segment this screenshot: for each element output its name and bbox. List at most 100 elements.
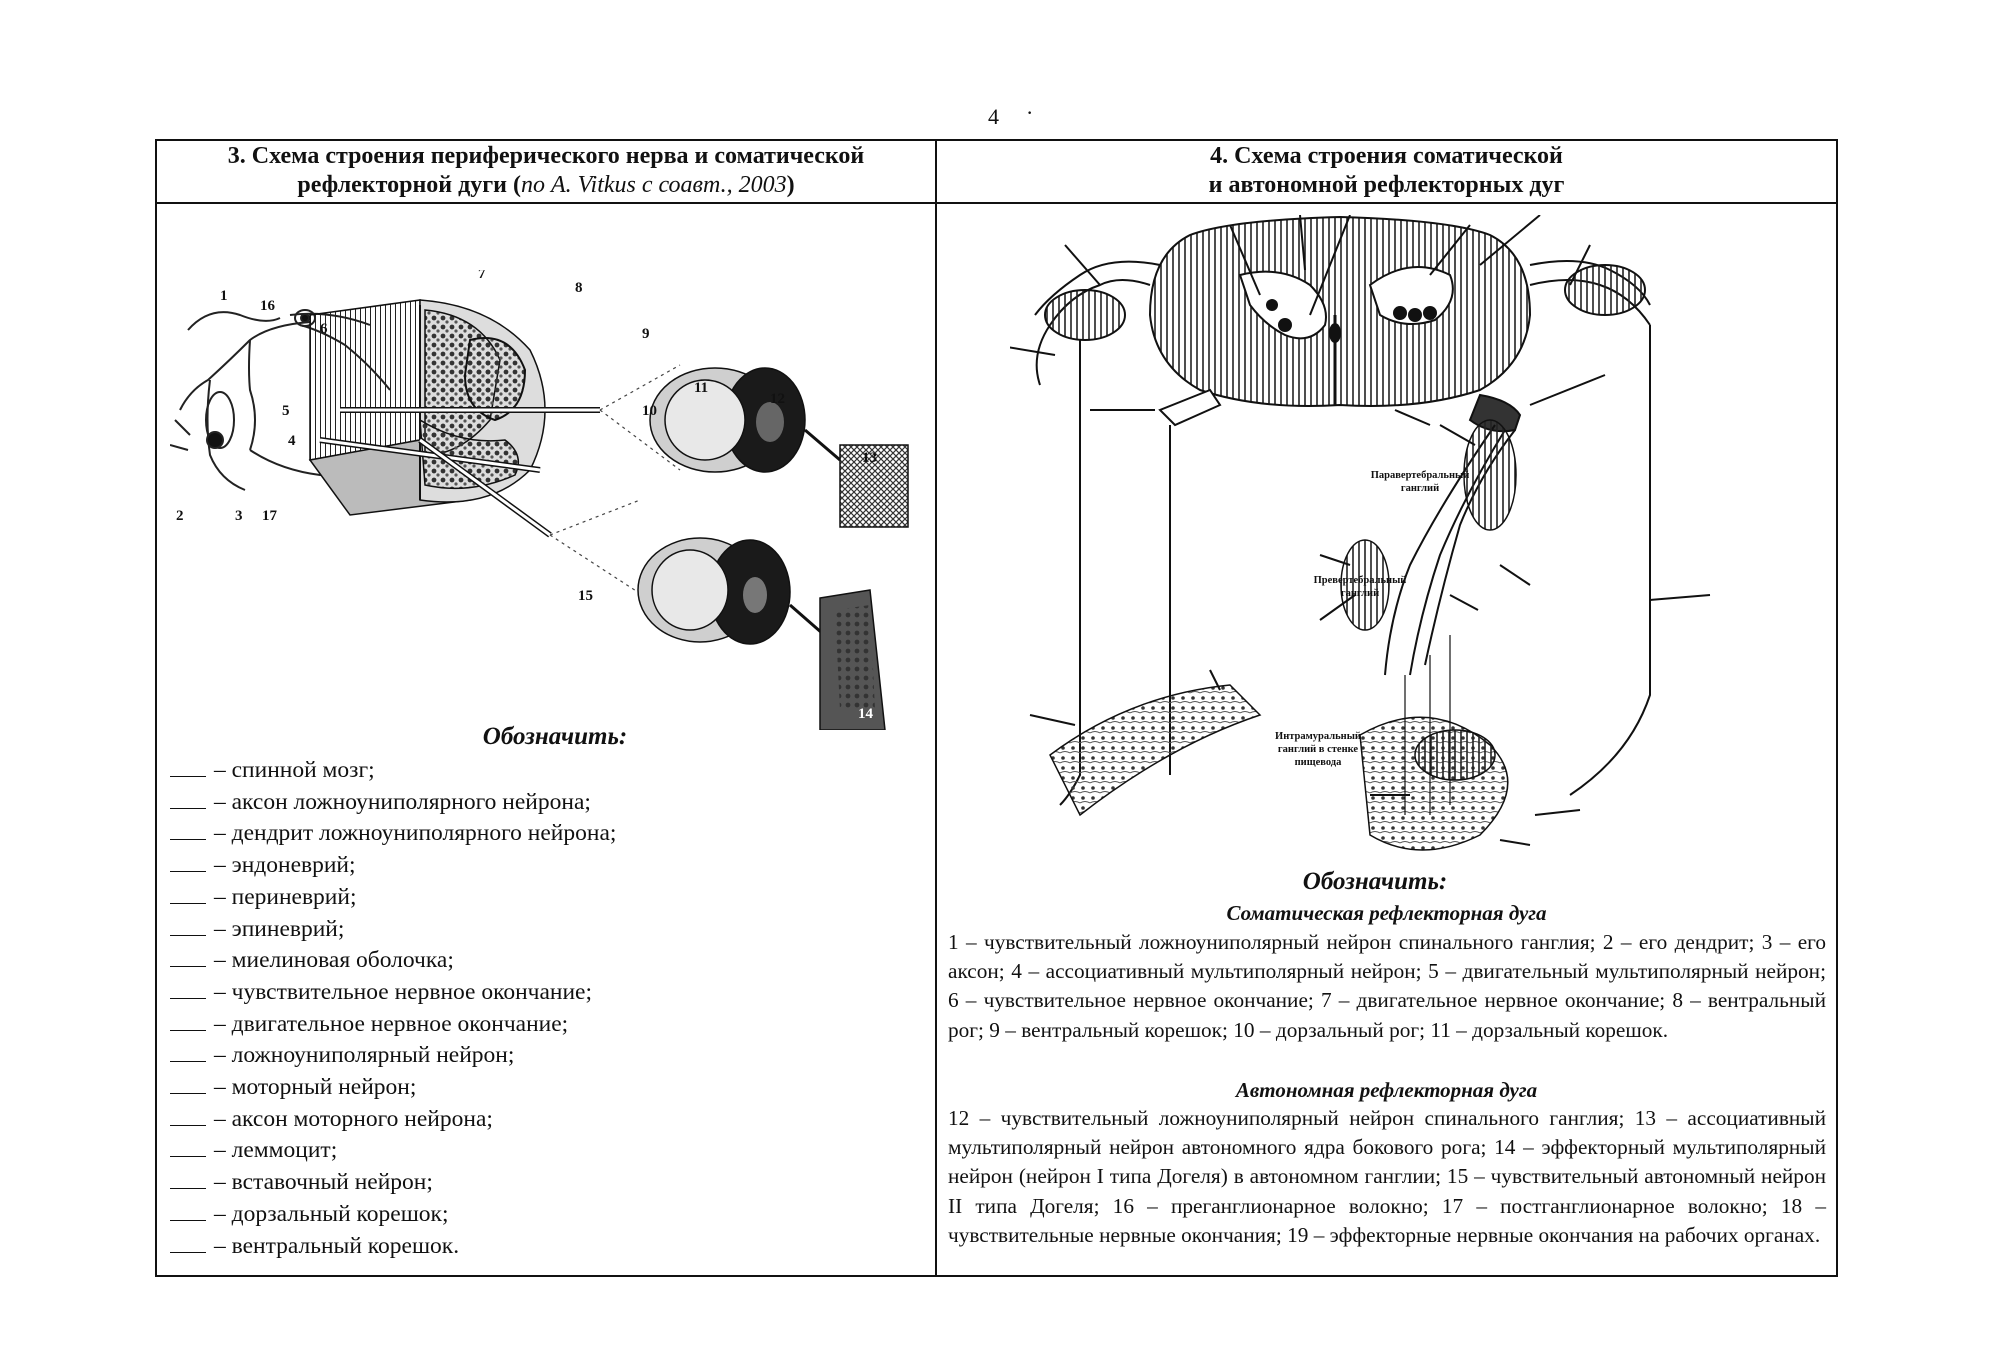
label-text: – эпиневрий;: [214, 915, 345, 942]
left-title-line-1: 3. Схема строения периферического нерва …: [227, 143, 865, 169]
myelin-sheath-section-lower: [637, 537, 831, 645]
list-item: – дендрит ложноуниполярного нейрона;: [170, 818, 910, 850]
label-text: – чувствительное нервное окончание;: [214, 978, 593, 1005]
fig-num-1: 1: [220, 288, 228, 304]
label-text: – периневрий;: [214, 883, 357, 910]
label-text: – эндоневрий;: [214, 852, 356, 879]
list-item: – аксон моторного нейрона;: [170, 1104, 910, 1136]
left-section-title: 3. Схема строения периферического нерва …: [158, 142, 934, 200]
answer-blank[interactable]: [170, 853, 206, 873]
paravertebral-label-2: ганглий: [1401, 483, 1439, 494]
answer-blank[interactable]: [170, 1107, 206, 1126]
label-arrows: [1010, 215, 1711, 846]
somatic-arc-legend: 1 – чувствительный ложноуниполярный нейр…: [948, 930, 1826, 1042]
answer-blank[interactable]: [170, 1012, 206, 1031]
fig-num-7: 7: [478, 270, 486, 282]
list-item: – эпиневрий;: [170, 914, 910, 946]
worksheet-table: [155, 139, 1838, 1277]
header-divider: [155, 202, 1838, 204]
answer-blank[interactable]: [170, 758, 206, 777]
label-text: – двигательное нервное окончание;: [214, 1010, 569, 1037]
left-title-line-2: рефлекторной дуги (по A. Vitkus с соавт.…: [158, 171, 934, 200]
prevertebral-label-2: ганглий: [1341, 588, 1379, 599]
label-text: – дорзальный корешок;: [214, 1200, 449, 1227]
label-list: – спинной мозг; – аксон ложноуниполярног…: [170, 755, 910, 1262]
label-text: – леммоцит;: [214, 1137, 338, 1164]
answer-blank[interactable]: [170, 1075, 206, 1095]
spinal-cord-section: [1148, 215, 1532, 407]
list-item: – аксон ложноуниполярного нейрона;: [170, 787, 910, 819]
reflex-arcs-svg: Паравертебральный ганглий Превертебральн…: [1010, 215, 1711, 851]
intramural-label-2: ганглий в стенке: [1278, 744, 1359, 755]
fig-num-12: 12: [770, 391, 785, 407]
fig-num-15: 15: [578, 588, 593, 604]
fig-num-13: 13: [862, 450, 877, 466]
callout-lines: [549, 364, 681, 601]
answer-blank[interactable]: [170, 1234, 206, 1253]
label-text: – ложноуниполярный нейрон;: [214, 1042, 515, 1069]
answer-blank[interactable]: [170, 885, 206, 904]
fig-num-4: 4: [288, 433, 296, 449]
right-title-line-1: 4. Схема строения соматической: [1210, 143, 1563, 169]
fig-num-8: 8: [575, 280, 583, 296]
list-item: – вентральный корешок.: [170, 1231, 910, 1263]
fig-num-17: 17: [262, 508, 278, 524]
intramural-label-1: Интрамуральный: [1275, 731, 1361, 742]
fig-num-10: 10: [642, 403, 657, 419]
answer-blank[interactable]: [170, 1138, 206, 1158]
label-text: – аксон ложноуниполярного нейрона;: [214, 788, 591, 815]
answer-blank[interactable]: [170, 790, 206, 809]
right-legend-heading: Обозначить:: [1302, 868, 1448, 895]
autonomic-arc-title: Автономная рефлекторная дуга: [1235, 1078, 1538, 1102]
somatic-arc-title: Соматическая рефлекторная дуга: [1226, 901, 1547, 925]
list-item: – спинной мозг;: [170, 755, 910, 787]
answer-blank[interactable]: [170, 1043, 206, 1063]
label-text: – моторный нейрон;: [214, 1074, 417, 1101]
label-text: – вставочный нейрон;: [214, 1169, 433, 1196]
fig-num-2: 2: [176, 508, 184, 524]
sensory-ending-tissue: [839, 444, 909, 528]
fig-num-6: 6: [320, 321, 328, 337]
left-title-end: ): [786, 172, 795, 198]
figure-numbers: 1 2 3 4 5 6 7 8 9 10 11 12 13 14 15 16 1…: [176, 270, 877, 722]
label-text: – миелиновая оболочка;: [214, 947, 454, 974]
fig-num-9: 9: [642, 326, 650, 342]
right-title-line-2: и автономной рефлекторных дуг: [1208, 172, 1565, 198]
nerve-trunk-block: [308, 299, 600, 538]
list-item: – миелиновая оболочка;: [170, 945, 910, 977]
list-item: – периневрий;: [170, 882, 910, 914]
list-item: – ложноуниполярный нейрон;: [170, 1040, 910, 1072]
fig-num-5: 5: [282, 403, 290, 419]
left-title-author: по A. Vitkus с соавт., 2003: [520, 172, 787, 198]
fig-num-14: 14: [858, 706, 874, 722]
left-title-main: рефлекторной дуги (: [297, 172, 521, 198]
intramural-label-3: пищевода: [1295, 757, 1342, 768]
left-legend-heading: Обозначить:: [482, 723, 628, 750]
list-item: – леммоцит;: [170, 1135, 910, 1167]
label-text: – вентральный корешок.: [214, 1232, 460, 1259]
answer-blank[interactable]: [170, 917, 206, 936]
answer-blank[interactable]: [170, 1170, 206, 1190]
autonomic-ganglia: [1340, 419, 1517, 781]
list-item: – двигательное нервное окончание;: [170, 1009, 910, 1041]
fig-num-11: 11: [694, 380, 708, 396]
paravertebral-label-1: Паравертебральный: [1371, 470, 1470, 481]
fig-num-3: 3: [235, 508, 243, 524]
list-item: – чувствительное нервное окончание;: [170, 977, 910, 1009]
nerve-structure-svg: 1 2 3 4 5 6 7 8 9 10 11 12 13 14 15 16 1…: [170, 270, 909, 730]
answer-blank[interactable]: [170, 1202, 206, 1221]
reflex-arcs-figure: Паравертебральный ганглий Превертебральн…: [1010, 215, 1770, 865]
prevertebral-label-1: Превертебральный: [1314, 575, 1407, 586]
myelin-sheath-section-upper: [649, 367, 841, 473]
label-text: – дендрит ложноуниполярного нейрона;: [214, 820, 617, 847]
answer-blank[interactable]: [170, 821, 206, 841]
list-item: – эндоневрий;: [170, 850, 910, 882]
answer-blank[interactable]: [170, 948, 206, 968]
answer-blank[interactable]: [170, 980, 206, 999]
right-section-title: 4. Схема строения соматической и автоном…: [938, 142, 1835, 200]
column-divider: [935, 139, 937, 1277]
page-mark: ·: [1026, 100, 1034, 125]
list-item: – вставочный нейрон;: [170, 1167, 910, 1199]
list-item: – моторный нейрон;: [170, 1072, 910, 1104]
fig-num-16: 16: [260, 298, 276, 314]
